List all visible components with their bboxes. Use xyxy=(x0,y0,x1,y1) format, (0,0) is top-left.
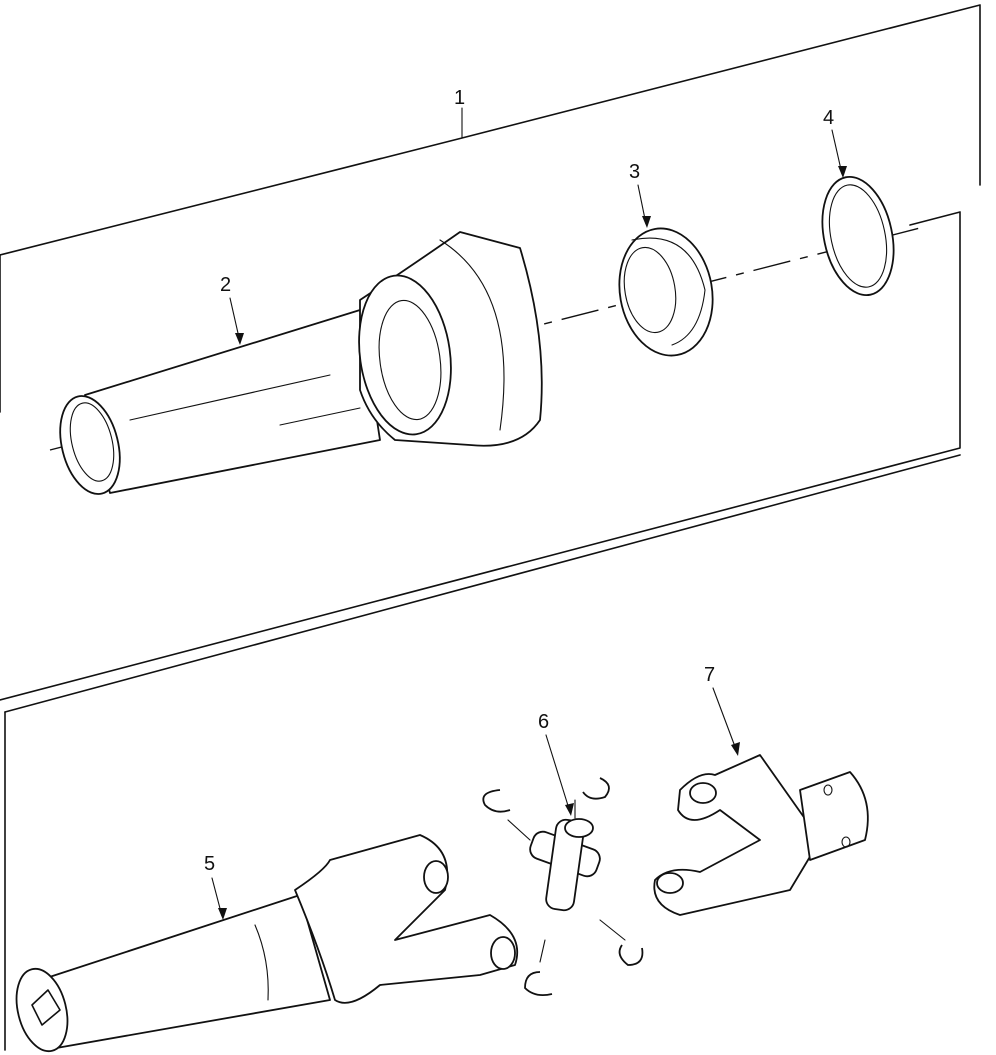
snap-ring-clips xyxy=(482,777,644,997)
assembly-bracket xyxy=(0,4,981,1051)
callout-7: 7 xyxy=(704,664,715,686)
bearing-ring xyxy=(618,227,714,357)
callout-5: 5 xyxy=(204,853,215,875)
shield-tube xyxy=(59,231,543,495)
callout-2: 2 xyxy=(220,274,231,296)
callout-4: 4 xyxy=(823,107,834,129)
callout-3: 3 xyxy=(629,161,640,183)
yoke-shaft xyxy=(15,834,519,1053)
leader-lines xyxy=(211,107,847,920)
universal-cross xyxy=(507,799,626,963)
yoke-hub xyxy=(653,754,869,916)
retaining-ring xyxy=(821,175,895,297)
callout-6: 6 xyxy=(538,711,549,733)
callout-1: 1 xyxy=(454,87,465,109)
